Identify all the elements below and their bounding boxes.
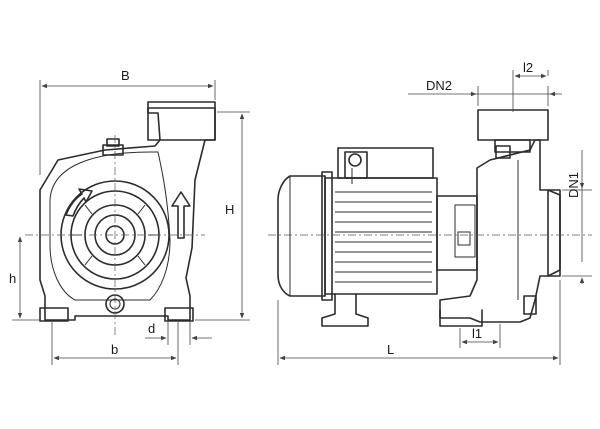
label-h: h xyxy=(9,271,16,286)
front-top-plug-cap xyxy=(106,138,120,147)
shaft-seal xyxy=(457,231,471,246)
front-left-foot xyxy=(39,307,69,322)
front-dimensions xyxy=(12,80,250,365)
flow-up-arrow-icon xyxy=(171,191,191,239)
label-B: B xyxy=(121,68,130,83)
front-view xyxy=(25,101,216,335)
label-b: b xyxy=(111,342,118,357)
front-right-foot xyxy=(164,307,194,322)
motor-cooling-fins xyxy=(335,191,432,283)
label-d: d xyxy=(148,321,155,336)
terminal-cable-gland xyxy=(345,168,365,184)
label-L: L xyxy=(387,342,394,357)
motor-end-cap xyxy=(277,175,326,297)
front-volute-line xyxy=(49,151,171,301)
label-DN1: DN1 xyxy=(566,172,581,198)
bracket xyxy=(436,195,478,271)
side-top-plug xyxy=(495,145,511,159)
front-outlet-flange xyxy=(147,107,216,141)
motor-body xyxy=(324,177,438,295)
motor-foot xyxy=(321,293,369,327)
label-DN2: DN2 xyxy=(426,78,452,93)
rotation-arrow-icon xyxy=(65,188,93,217)
front-pump-body xyxy=(39,101,216,321)
label-l2: l2 xyxy=(523,60,533,75)
front-top-plug xyxy=(102,144,124,156)
side-outlet-flange xyxy=(477,109,549,141)
terminal-screw xyxy=(348,153,362,167)
label-l1: l1 xyxy=(472,326,482,341)
motor-flange-left xyxy=(321,171,333,301)
terminal-box xyxy=(337,147,434,179)
side-outlet-neck xyxy=(494,139,531,153)
side-view xyxy=(268,109,592,327)
side-inlet-flange xyxy=(547,189,561,277)
label-H: H xyxy=(225,202,234,217)
bracket-window xyxy=(454,204,476,258)
side-pump-casing xyxy=(439,139,561,323)
side-dimensions xyxy=(277,70,592,365)
side-drain-plug xyxy=(523,295,537,315)
pump-foot xyxy=(439,309,483,327)
terminal-box-lid xyxy=(344,151,368,179)
